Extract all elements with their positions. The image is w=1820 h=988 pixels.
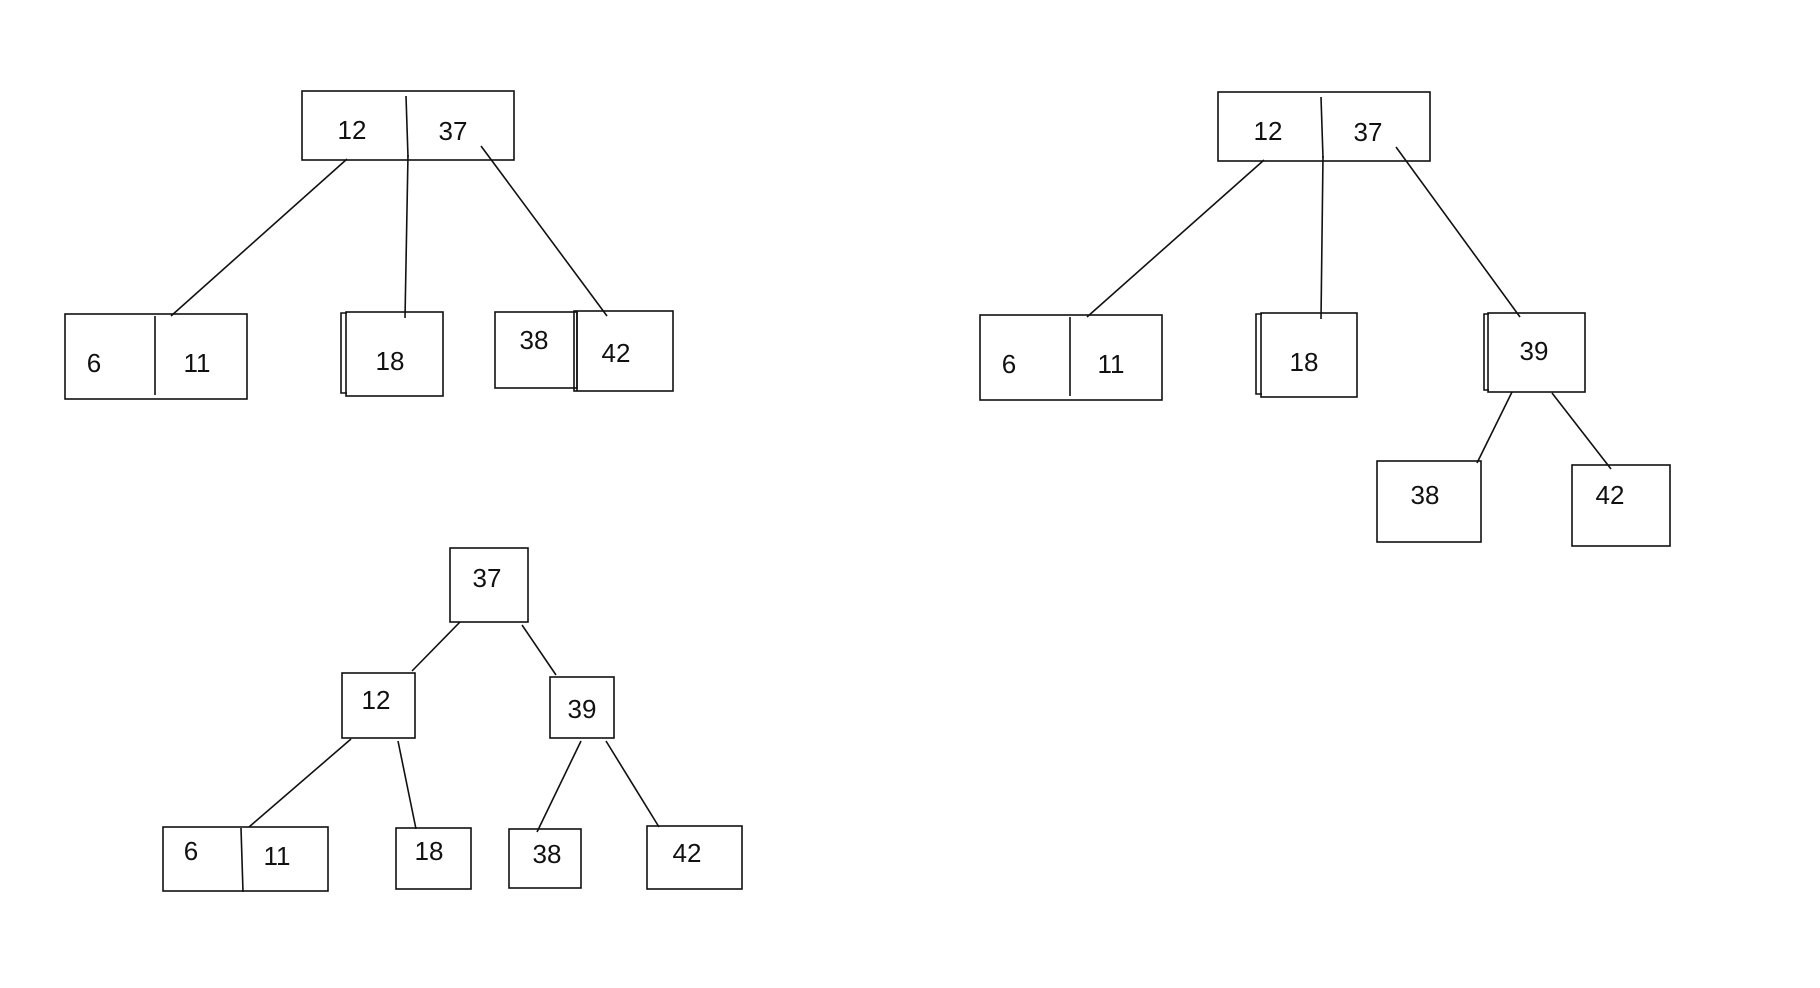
tree-c-edge-12-right xyxy=(397,740,417,830)
tree-c-grandchild-4-key-1: 42 xyxy=(673,838,702,868)
tree-b-edge-39-right xyxy=(1551,392,1612,470)
tree-a-root-node: 12 37 xyxy=(301,90,515,161)
tree-a-child-1-box xyxy=(64,313,248,400)
tree-b-root-node: 12 37 xyxy=(1217,91,1431,162)
tree-b-root-box xyxy=(1217,91,1431,162)
tree-b: 12 37 6 11 18 39 38 xyxy=(979,91,1671,547)
tree-c-edge-12-left xyxy=(248,738,352,828)
tree-a: 12 37 6 11 18 38 42 xyxy=(64,90,674,400)
tree-b-child-node-1: 6 11 xyxy=(979,314,1163,401)
tree-b-child-2-bracket xyxy=(1255,313,1262,395)
tree-c-child-2-key-1: 39 xyxy=(568,694,597,724)
tree-a-child-2-bracket xyxy=(340,312,347,394)
tree-b-edge-left xyxy=(1086,159,1265,318)
tree-c-grandchild-node-4: 42 xyxy=(646,825,743,890)
tree-c-grandchild-3-box xyxy=(508,828,582,889)
tree-c-grandchild-4-box xyxy=(646,825,743,890)
tree-c-root-node: 37 xyxy=(449,547,529,623)
tree-b-grandchild-1-box xyxy=(1376,460,1482,543)
tree-c-child-1-box xyxy=(341,672,416,739)
tree-b-root-key-1: 12 xyxy=(1254,116,1283,146)
tree-c-child-node-2: 39 xyxy=(549,676,615,739)
tree-b-child-node-2: 18 xyxy=(1255,312,1358,398)
tree-b-edge-right xyxy=(1395,146,1521,318)
tree-b-root-key-2: 37 xyxy=(1354,117,1383,147)
tree-b-grandchild-1-key-1: 38 xyxy=(1411,480,1440,510)
tree-b-child-2-key-1: 18 xyxy=(1290,347,1319,377)
tree-b-edge-39-left xyxy=(1476,391,1513,464)
tree-b-grandchild-2-box xyxy=(1571,464,1671,547)
tree-a-child-2-key-1: 18 xyxy=(376,346,405,376)
tree-c-child-node-1: 12 xyxy=(341,672,416,739)
tree-b-child-3-key-1: 39 xyxy=(1520,336,1549,366)
tree-a-root-key-1: 12 xyxy=(338,115,367,145)
tree-c: 37 12 39 6 11 18 xyxy=(162,547,743,893)
tree-b-grandchild-node-1: 38 xyxy=(1376,460,1482,543)
tree-c-grandchild-node-2: 18 xyxy=(395,827,472,890)
tree-c-grandchild-1-box xyxy=(162,826,329,892)
tree-a-edge-left xyxy=(170,158,348,317)
tree-a-edge-middle xyxy=(404,154,409,319)
tree-b-child-1-key-1: 6 xyxy=(1002,349,1016,379)
tree-c-grandchild-node-1: 6 11 xyxy=(162,826,329,893)
tree-c-edge-39-left xyxy=(536,740,582,833)
tree-a-child-3-key-1: 38 xyxy=(520,325,549,355)
tree-b-edge-middle xyxy=(1320,155,1324,320)
tree-a-child-node-2: 18 xyxy=(340,311,444,397)
tree-a-edge-right xyxy=(480,145,608,317)
tree-b-grandchild-node-2: 42 xyxy=(1571,464,1671,547)
tree-c-grandchild-2-box xyxy=(395,827,472,890)
tree-c-edge-root-right xyxy=(521,624,557,676)
tree-c-grandchild-1-key-2: 11 xyxy=(264,841,291,871)
tree-a-child-node-1: 6 11 xyxy=(64,313,248,400)
tree-b-root-divider xyxy=(1320,96,1324,159)
tree-b-child-3-bracket xyxy=(1483,313,1489,391)
tree-b-child-1-key-2: 11 xyxy=(1098,349,1125,379)
tree-c-edge-root-left xyxy=(411,621,461,672)
tree-a-child-1-key-1: 6 xyxy=(87,348,101,378)
tree-a-child-2-box xyxy=(345,311,444,397)
tree-a-child-3-key-2: 42 xyxy=(602,338,631,368)
tree-a-child-1-key-2: 11 xyxy=(184,348,211,378)
tree-b-child-3-box xyxy=(1487,312,1586,393)
tree-c-root-key-1: 37 xyxy=(473,563,502,593)
tree-c-grandchild-1-key-1: 6 xyxy=(184,836,198,866)
tree-c-grandchild-node-3: 38 xyxy=(508,828,582,889)
tree-c-root-box xyxy=(449,547,529,623)
tree-a-root-divider xyxy=(405,95,409,158)
tree-c-edge-39-right xyxy=(605,740,660,828)
tree-a-root-key-2: 37 xyxy=(439,116,468,146)
tree-a-child-3-box-right xyxy=(573,310,674,392)
tree-c-child-1-key-1: 12 xyxy=(362,685,391,715)
tree-b-child-node-3: 39 xyxy=(1483,312,1586,393)
tree-c-grandchild-1-divider xyxy=(240,827,244,893)
tree-c-child-2-box xyxy=(549,676,615,739)
tree-c-grandchild-2-key-1: 18 xyxy=(415,836,444,866)
tree-b-child-1-box xyxy=(979,314,1163,401)
tree-b-child-2-box xyxy=(1260,312,1358,398)
tree-b-grandchild-2-key-1: 42 xyxy=(1596,480,1625,510)
tree-c-grandchild-3-key-1: 38 xyxy=(533,839,562,869)
tree-a-child-node-3: 38 42 xyxy=(494,310,674,392)
